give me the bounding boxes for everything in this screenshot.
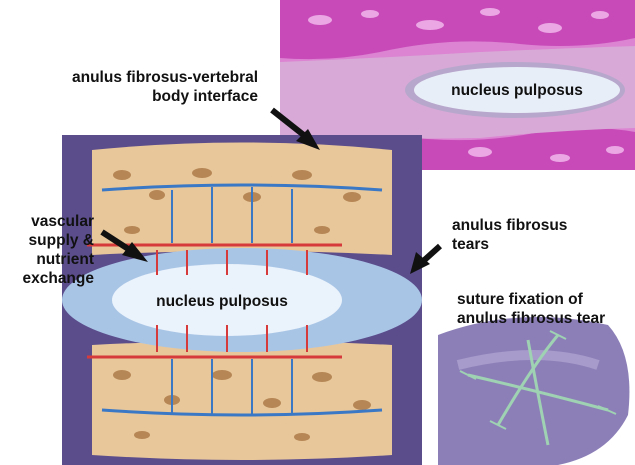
suture-label: suture fixation of anulus fibrosus tear [457,290,605,328]
vascular-line1: vascular [0,212,94,231]
tears-line2: tears [452,235,567,254]
np-diagram-label: nucleus pulposus [156,293,288,310]
vascular-label: vascular supply & nutrient exchange [0,212,94,288]
tears-line1: anulus fibrosus [452,216,567,235]
np-histology-label: nucleus pulposus [451,82,583,99]
suture-line2: anulus fibrosus tear [457,309,605,328]
interface-label: anulus fibrosus-vertebral body interface [72,68,258,106]
disc-diagram: nucleus pulposus [62,135,422,465]
interface-label-line2: body interface [72,87,258,106]
vascular-line2: supply & [0,231,94,250]
tears-label: anulus fibrosus tears [452,216,567,254]
interface-label-line1: anulus fibrosus-vertebral [72,68,258,87]
suture-line1: suture fixation of [457,290,605,309]
vascular-line4: exchange [0,269,94,288]
vascular-line3: nutrient [0,250,94,269]
